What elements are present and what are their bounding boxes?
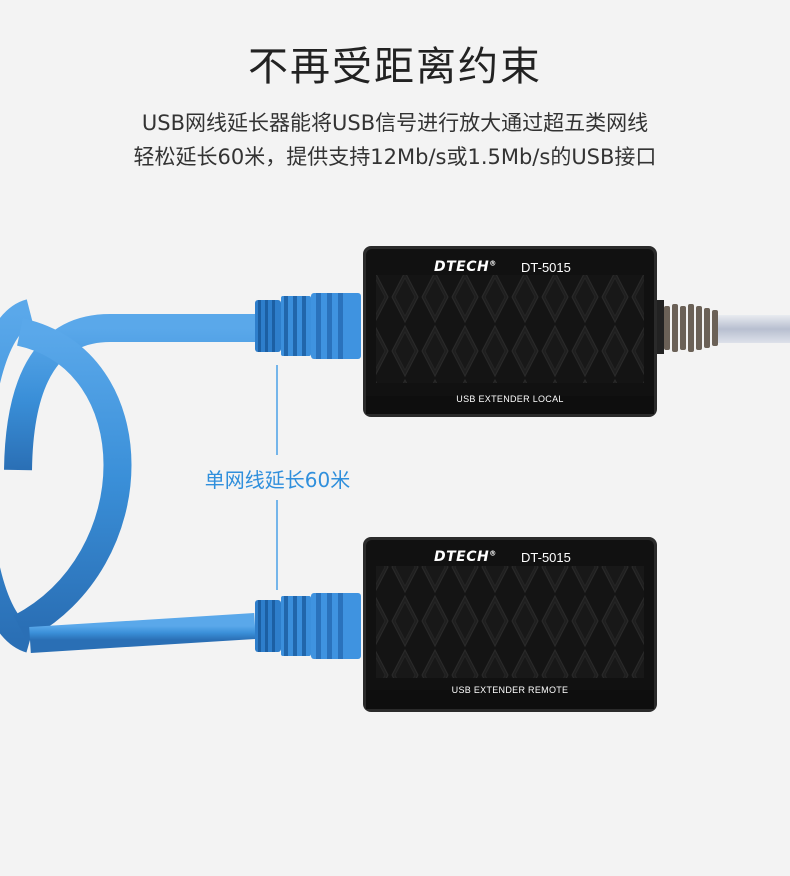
- description-line-2: 轻松延长60米，提供支持12Mb/s或1.5Mb/s的USB接口: [133, 145, 657, 169]
- device-remote-brand: DTECH®: [434, 549, 497, 565]
- distance-label: 单网线延长60米: [204, 468, 351, 492]
- device-local-name: USB EXTENDER LOCAL: [456, 394, 564, 404]
- device-remote-name: USB EXTENDER REMOTE: [451, 685, 569, 695]
- device-local-brand: DTECH®: [434, 259, 497, 275]
- usb-extender-local: [363, 246, 657, 417]
- usb-cable: [652, 300, 790, 354]
- device-local-model: DT-5015: [521, 260, 571, 275]
- description-line-1: USB网线延长器能将USB信号进行放大通过超五类网线: [141, 111, 649, 135]
- network-cable: [0, 299, 256, 653]
- usb-extender-remote: [363, 537, 657, 712]
- headline-title: 不再受距离约束: [248, 44, 542, 90]
- rj45-connector-bottom: [255, 593, 361, 659]
- device-remote-model: DT-5015: [521, 550, 571, 565]
- rj45-connector-top: [255, 293, 361, 359]
